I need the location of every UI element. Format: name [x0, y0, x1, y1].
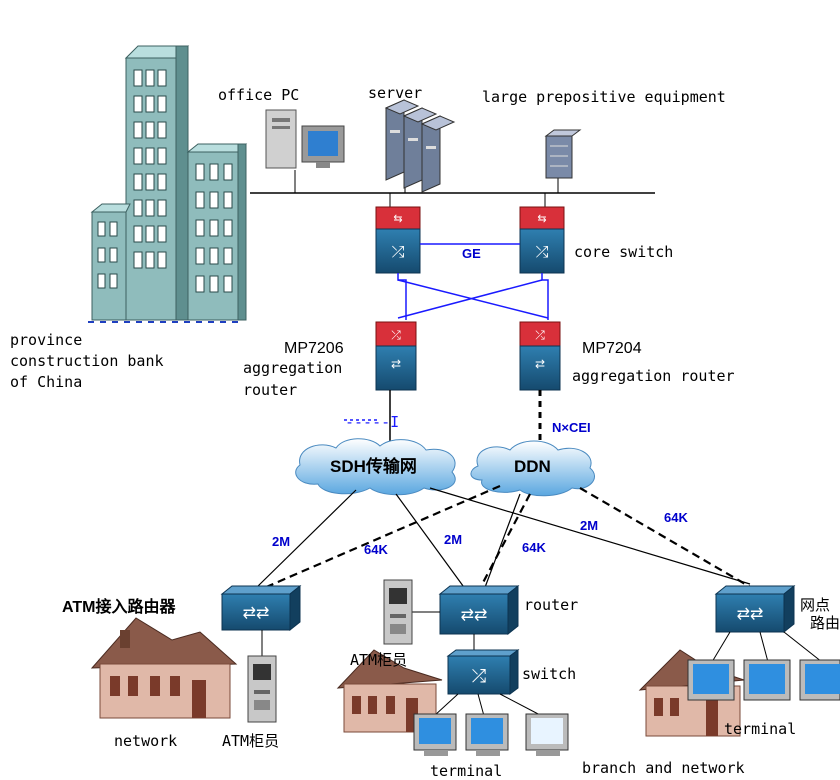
bandwidth-2m-right: 2M: [580, 518, 598, 533]
branch-router-icon: ⇄⇄: [438, 584, 520, 636]
nxcei-label: N×CEI: [552, 420, 591, 435]
atm-access-router-icon: ⇄⇄: [220, 584, 302, 632]
bandwidth-2m-mid: 2M: [444, 532, 462, 547]
bandwidth-2m-left: 2M: [272, 534, 290, 549]
atm-router-label: ATM接入路由器: [62, 597, 176, 616]
terminal-mid-label: terminal: [430, 762, 502, 780]
terminal-right-2-icon: [743, 659, 791, 701]
ddn-cloud-icon: [470, 440, 595, 497]
mp7204-desc-label: aggregation router: [572, 367, 735, 385]
svg-text:⤮: ⤮: [391, 328, 401, 342]
svg-text:⤮: ⤮: [536, 244, 549, 261]
atm-machine-left-icon: [247, 630, 277, 723]
svg-text:⇄⇄: ⇄⇄: [243, 605, 270, 622]
atm-machine-mid-icon: [383, 579, 440, 645]
province-label-1: province: [10, 331, 82, 349]
office-pc-label: office PC: [218, 86, 299, 104]
terminal-mid-icons: [433, 693, 543, 717]
left-link-label: -----I: [345, 413, 399, 431]
branch-dashed-links: [249, 484, 753, 596]
svg-text:⇆: ⇆: [537, 213, 546, 225]
terminal-right-3-icon: [799, 659, 840, 701]
svg-text:⤮: ⤮: [472, 666, 486, 686]
mp7204-router-icon: ⤮ ⇄: [519, 321, 561, 391]
sdh-cloud-label: SDH传输网: [330, 456, 417, 476]
left-branch-house-icon: [90, 617, 238, 719]
right-router-label-1: 网点: [800, 596, 830, 614]
core-switch-label: core switch: [574, 243, 673, 261]
sdh-cloud-icon: [295, 438, 456, 496]
server-label: server: [368, 84, 422, 102]
core-switch-left-icon: ⇆ ⤮: [375, 206, 421, 274]
branch-switch-icon: ⤮: [446, 649, 520, 695]
svg-text:⤮: ⤮: [392, 244, 405, 261]
terminal-right-1-icon: [687, 659, 735, 701]
svg-text:⇄⇄: ⇄⇄: [737, 606, 764, 623]
network-label: network: [114, 732, 177, 750]
large-equipment-icon: [544, 129, 582, 179]
bandwidth-64k-right: 64K: [664, 510, 688, 525]
terminal-mid-3-icon: [525, 713, 569, 756]
terminal-right-label: terminal: [724, 720, 796, 738]
mp7204-model-label: MP7204: [582, 340, 642, 357]
ge-label: GE: [462, 246, 481, 261]
bandwidth-64k-mid: 64K: [522, 540, 546, 555]
ddn-cloud-label: DDN: [514, 457, 551, 476]
svg-text:⇄: ⇄: [391, 357, 401, 371]
province-label-2: construction bank: [10, 352, 164, 370]
large-equipment-label: large prepositive equipment: [482, 88, 726, 106]
mp7206-router-icon: ⤮ ⇄: [375, 321, 417, 391]
right-branch-router-icon: ⇄⇄: [714, 584, 796, 634]
mp7206-desc-label-2: router: [243, 381, 297, 399]
branch-network-label: branch and network: [582, 759, 745, 777]
svg-text:⤮: ⤮: [535, 328, 545, 342]
switch-label: switch: [522, 665, 576, 683]
core-aggregation-links: [397, 273, 549, 320]
terminal-mid-2-icon: [465, 713, 509, 756]
mp7206-model-label: MP7206: [284, 340, 344, 357]
bandwidth-64k-left: 64K: [364, 542, 388, 557]
terminal-right-links: [711, 631, 823, 663]
svg-text:⇄⇄: ⇄⇄: [461, 607, 488, 624]
right-router-label-2: 路由: [810, 614, 840, 632]
province-label-3: of China: [10, 373, 82, 391]
router-label: router: [524, 596, 578, 614]
office-pc-icon: [265, 109, 345, 169]
branch-links: [255, 487, 751, 591]
svg-text:⇄: ⇄: [535, 357, 545, 371]
core-switch-right-icon: ⇆ ⤮: [519, 206, 565, 274]
atm-teller-left-label: ATM柜员: [222, 732, 279, 750]
mp7206-desc-label-1: aggregation: [243, 359, 342, 377]
atm-teller-mid-label: ATM柜员: [350, 651, 407, 669]
bank-building-icon: [88, 45, 248, 323]
terminal-mid-1-icon: [413, 713, 457, 756]
server-icon: [384, 99, 456, 193]
svg-text:⇆: ⇆: [393, 213, 402, 225]
